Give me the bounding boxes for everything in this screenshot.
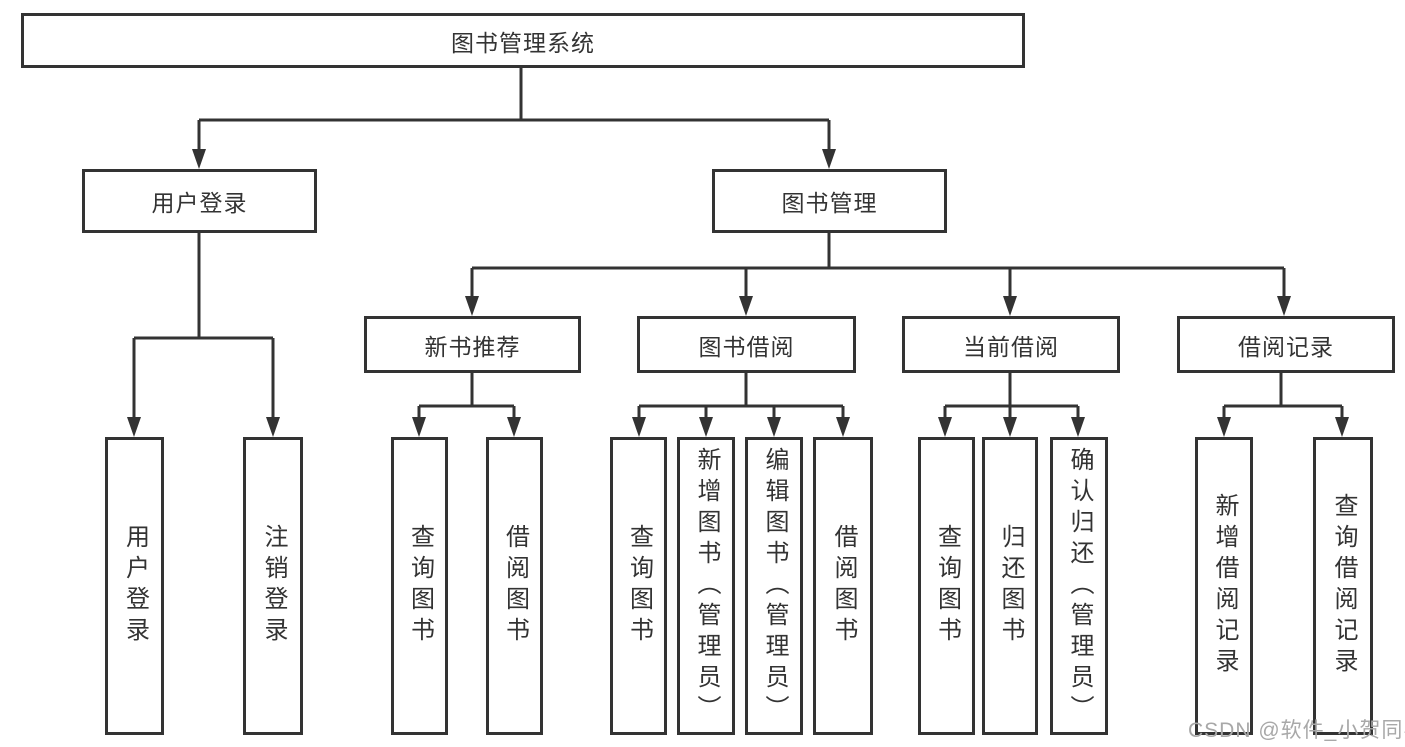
leaf-add-borrow-record: 新增借阅记录 bbox=[1195, 437, 1253, 735]
node-new-book-recommend: 新书推荐 bbox=[364, 316, 581, 373]
leaf-label: 查询借阅记录 bbox=[1330, 493, 1357, 679]
leaf-label: 查询图书 bbox=[933, 524, 961, 648]
node-book-borrow: 图书借阅 bbox=[637, 316, 856, 373]
node-current-borrow: 当前借阅 bbox=[902, 316, 1120, 373]
leaf-label: 查询图书 bbox=[625, 524, 653, 648]
leaf-query-books-borrow: 查询图书 bbox=[610, 437, 667, 735]
leaf-label: 借阅图书 bbox=[830, 524, 857, 648]
leaf-label: 用户登录 bbox=[121, 524, 149, 648]
leaf-borrow-books: 借阅图书 bbox=[813, 437, 873, 735]
node-root: 图书管理系统 bbox=[21, 13, 1025, 68]
watermark-text: CSDN @软件_小贺同学 bbox=[1188, 719, 1405, 742]
leaf-label: 查询图书 bbox=[406, 524, 434, 648]
leaf-add-book-admin: 新增图书（管理员） bbox=[677, 437, 735, 735]
leaf-label: 新增图书（管理员） bbox=[693, 446, 720, 726]
node-borrow-records: 借阅记录 bbox=[1177, 316, 1395, 373]
leaf-label: 确认归还（管理员） bbox=[1066, 446, 1093, 726]
leaf-borrow-books-recommend: 借阅图书 bbox=[486, 437, 543, 735]
leaf-label: 注销登录 bbox=[260, 524, 287, 648]
node-book-management: 图书管理 bbox=[712, 169, 947, 233]
leaf-label: 新增借阅记录 bbox=[1211, 493, 1238, 679]
leaf-query-books-current: 查询图书 bbox=[918, 437, 975, 735]
leaf-user-login: 用户登录 bbox=[105, 437, 164, 735]
leaf-label: 借阅图书 bbox=[501, 524, 529, 648]
leaf-label: 编辑图书（管理员） bbox=[761, 446, 788, 726]
leaf-edit-book-admin: 编辑图书（管理员） bbox=[745, 437, 803, 735]
node-user-login: 用户登录 bbox=[82, 169, 317, 233]
leaf-return-book: 归还图书 bbox=[982, 437, 1038, 735]
leaf-logout: 注销登录 bbox=[243, 437, 303, 735]
arrowheads bbox=[127, 149, 1349, 437]
leaf-query-books-recommend: 查询图书 bbox=[391, 437, 448, 735]
leaf-query-borrow-record: 查询借阅记录 bbox=[1313, 437, 1373, 735]
leaf-confirm-return-admin: 确认归还（管理员） bbox=[1050, 437, 1108, 735]
leaf-label: 归还图书 bbox=[997, 524, 1024, 648]
